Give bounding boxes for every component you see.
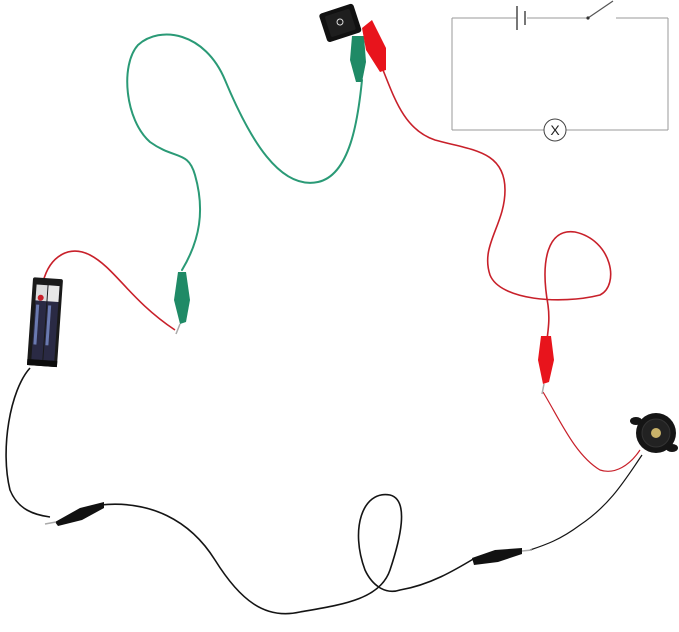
circuit-schematic: X bbox=[451, 0, 669, 142]
black-clip-right bbox=[472, 548, 522, 565]
red-clip-lower bbox=[538, 336, 554, 384]
lamp-x-label: X bbox=[550, 122, 560, 138]
rocker-switch bbox=[319, 3, 362, 42]
battery-holder bbox=[26, 277, 63, 368]
red-clip-switch bbox=[362, 20, 386, 72]
red-wire-switch bbox=[382, 69, 612, 341]
red-wire-battery bbox=[42, 250, 176, 331]
black-wire-buzzer bbox=[529, 454, 643, 551]
lamp-symbol bbox=[543, 118, 567, 142]
piezo-buzzer bbox=[630, 413, 678, 453]
green-wire bbox=[126, 33, 363, 271]
black-wire-battery bbox=[5, 367, 51, 518]
green-clip-battery bbox=[174, 272, 190, 324]
black-wire-main bbox=[99, 493, 476, 615]
green-clip-switch bbox=[350, 36, 366, 82]
black-clip-left bbox=[55, 502, 104, 526]
switch-lever bbox=[587, 0, 614, 19]
red-wire-buzzer bbox=[542, 391, 641, 472]
